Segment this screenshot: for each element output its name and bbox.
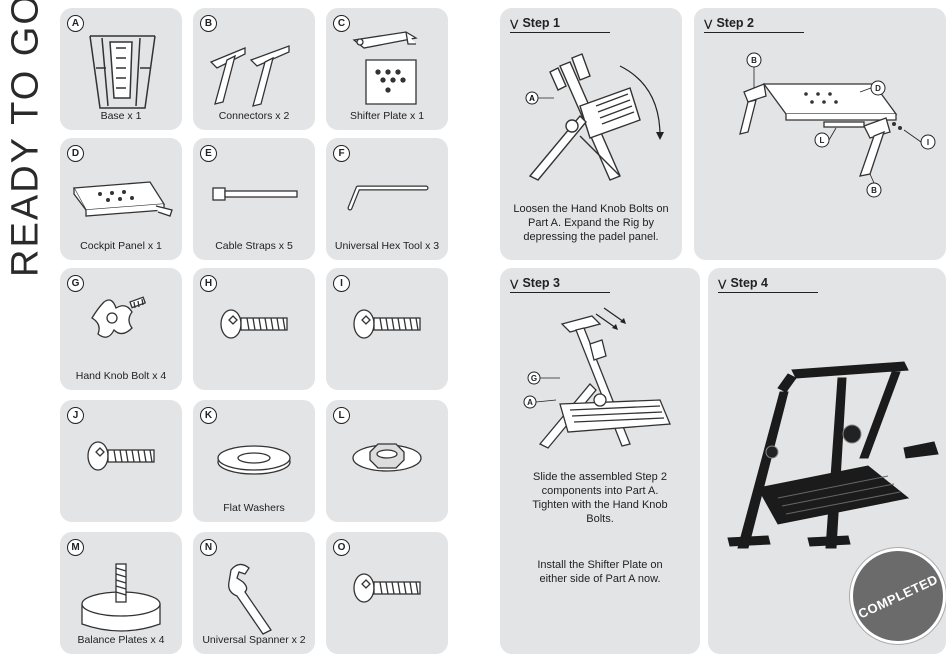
flat-washer-illustration [217,445,291,475]
callout-l: L [820,136,825,145]
part-label: Hand Knob Bolt x 4 [75,370,167,382]
cable-strap-illustration [212,187,298,201]
step-underline [510,32,610,33]
callout-a: A [527,398,533,407]
step-title: Step 4 [730,276,768,290]
part-label: Shifter Plate x 1 [349,110,425,122]
part-card-g: G Hand Knob Bolt x 4 [60,268,182,390]
step-card-2: ⋁Step 2 B D L I B [694,8,946,260]
part-label: Connectors x 2 [218,110,290,122]
part-letter: N [200,539,217,556]
step-heading: ⋁Step 1 [510,16,560,30]
step-heading: ⋁Step 2 [704,16,754,30]
chevron-down-icon: ⋁ [718,279,727,290]
part-letter: K [200,407,217,424]
chevron-down-icon: ⋁ [704,19,713,30]
part-letter: D [67,145,84,162]
part-card-m: M Balance Plates x 4 [60,532,182,654]
part-label: Cable Straps x 5 [215,240,293,252]
part-card-n: N Universal Spanner x 2 [193,532,315,654]
completed-stamp-text: COMPLETED [855,571,941,621]
spanner-illustration [228,563,272,635]
part-letter: E [200,145,217,162]
part-label: Universal Hex Tool x 3 [334,240,440,252]
step-card-3: ⋁Step 3 G A Slide the assembled Step 2 c… [500,268,700,654]
callout-g: G [531,374,537,383]
part-letter: L [333,407,350,424]
part-label: Cockpit Panel x 1 [80,240,162,252]
part-label: Flat Washers [223,502,285,514]
part-card-d: D Cockpit Panel x 1 [60,138,182,260]
part-card-c: C Shifter Plate x 1 [326,8,448,130]
step-text: Loosen the Hand Knob Bolts on Part A. Ex… [513,203,669,243]
step-underline [718,292,818,293]
step-card-1: ⋁Step 1 A Loosen the Hand Knob Bolts on … [500,8,682,260]
part-card-h: H [193,268,315,390]
step-title: Step 3 [522,276,560,290]
completed-rig-illustration [727,361,939,549]
step-1-illustration: A [525,53,664,181]
part-card-a: A Base x 1 [60,8,182,130]
balance-plate-illustration [81,563,161,632]
step-3-illustration: G A [523,307,671,449]
callout-b: B [751,56,757,65]
nut-illustration [352,443,422,472]
part-letter: G [67,275,84,292]
part-card-b: B Connectors x 2 [193,8,315,130]
bolt-illustration [353,573,421,603]
chevron-down-icon: ⋁ [510,19,519,30]
part-card-l: L [326,400,448,522]
step-card-4: ⋁Step 4 COMPLETED [708,268,946,654]
step-text-secondary: Install the Shifter Plate on either side… [537,559,663,585]
bolt-illustration [353,309,421,339]
part-letter: F [333,145,350,162]
bolt-illustration [87,441,155,471]
part-card-e: E Cable Straps x 5 [193,138,315,260]
hex-tool-illustration [347,185,429,211]
part-card-j: J [60,400,182,522]
part-card-o: O [326,532,448,654]
part-letter: J [67,407,84,424]
callout-i: I [927,138,929,147]
completed-stamp: COMPLETED [850,548,946,644]
part-card-f: F Universal Hex Tool x 3 [326,138,448,260]
shifter-plate-illustration [352,31,418,105]
connector-illustration [209,45,290,107]
part-letter: B [200,15,217,32]
callout-a: A [529,94,535,103]
callout-b: B [871,186,877,195]
step-text: Slide the assembled Step 2 components in… [532,471,668,525]
part-letter: O [333,539,350,556]
cockpit-panel-illustration [72,181,173,217]
step-2-illustration: B D L I B [739,52,936,198]
chevron-down-icon: ⋁ [510,279,519,290]
part-label: Universal Spanner x 2 [202,634,306,646]
step-title: Step 2 [716,16,754,30]
page-title: READY TO GO [4,0,47,277]
base-frame-illustration [89,35,156,109]
part-label: Balance Plates x 4 [77,634,165,646]
part-letter: A [67,15,84,32]
page-title-container: READY TO GO [4,0,48,277]
step-underline [510,292,610,293]
step-heading: ⋁Step 4 [718,276,768,290]
part-label: Base x 1 [100,110,142,122]
hand-knob-bolt-illustration [91,296,147,338]
step-underline [704,32,804,33]
step-title: Step 1 [522,16,560,30]
step-heading: ⋁Step 3 [510,276,560,290]
part-letter: M [67,539,84,556]
part-card-k: K Flat Washers [193,400,315,522]
part-letter: H [200,275,217,292]
part-letter: I [333,275,350,292]
part-letter: C [333,15,350,32]
part-card-i: I [326,268,448,390]
callout-d: D [875,84,881,93]
bolt-illustration [220,309,288,339]
